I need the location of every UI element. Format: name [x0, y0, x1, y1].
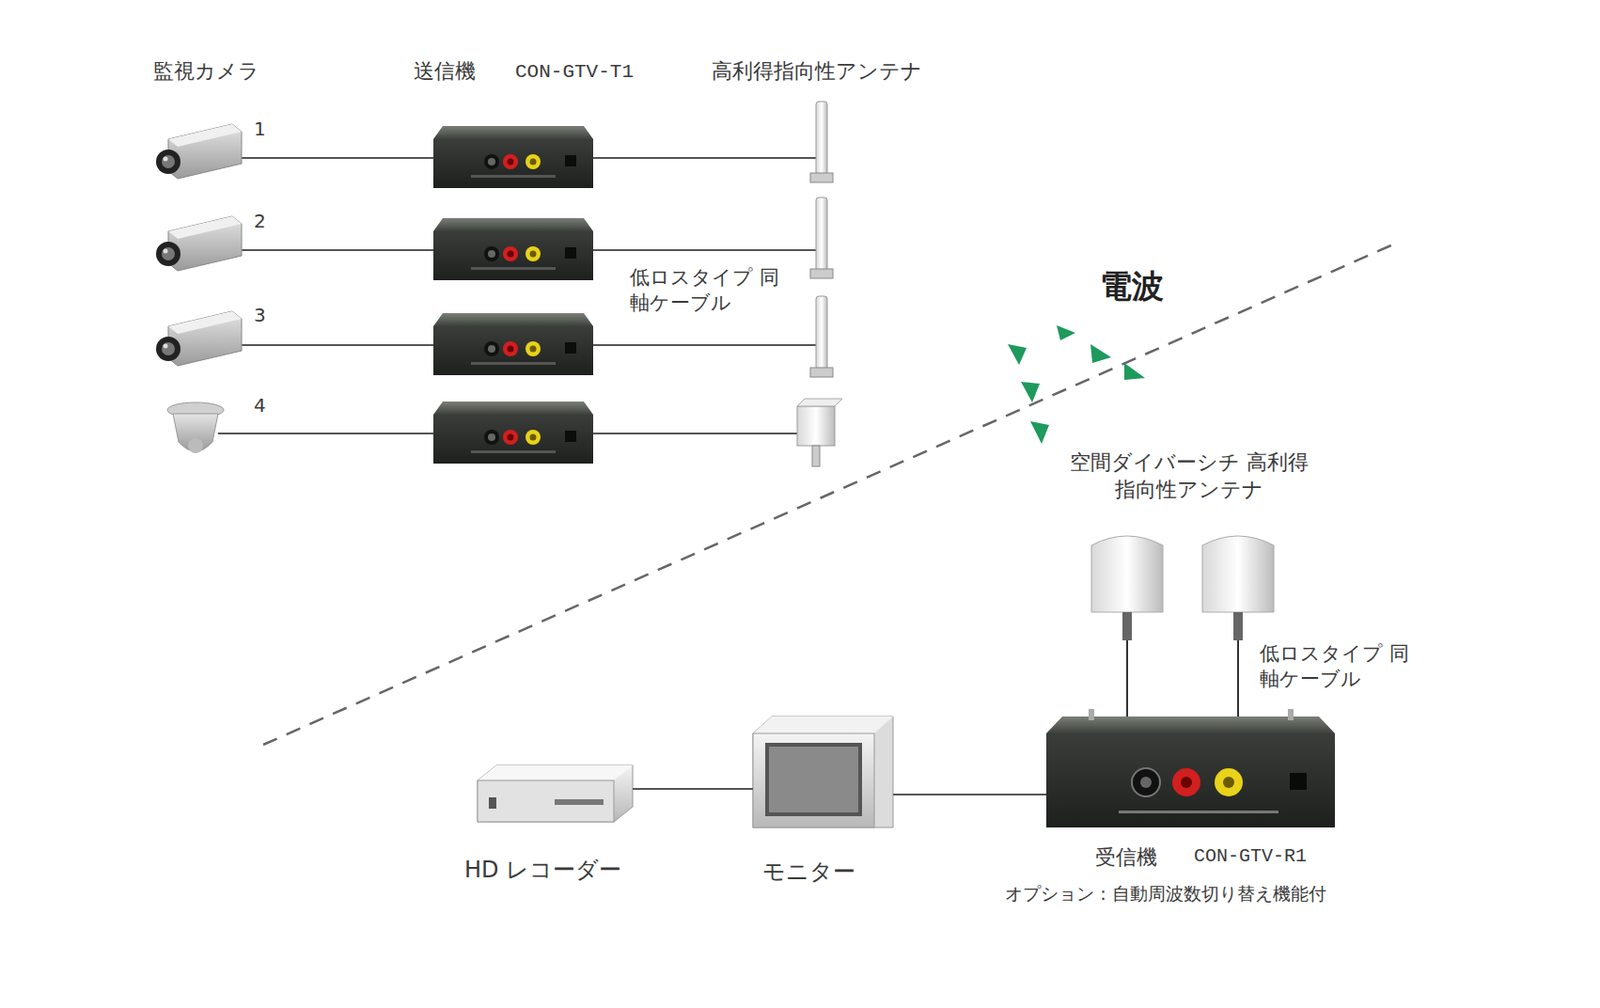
antenna-label: 空間ダイバーシチ 高利得指向性アンテナ	[1062, 449, 1317, 503]
hd-recorder: HD レコーダー	[477, 765, 633, 822]
device-label: CON-GTV-R1	[1193, 844, 1307, 869]
callout-number: 3	[253, 302, 267, 328]
cable-label: 低ロスタイプ 同軸ケーブル	[629, 265, 790, 317]
column-heading: 送信機	[413, 58, 476, 86]
receiver-unit: 受信機CON-GTV-R1オプション：自動周波数切り替え機能付	[1046, 714, 1335, 828]
model-number: CON-GTV-T1	[515, 59, 634, 85]
device-label: HD レコーダー	[464, 855, 622, 885]
device-label: モニター	[762, 857, 856, 887]
callout-number: 4	[253, 392, 267, 418]
cable-label: 低ロスタイプ 同軸ケーブル	[1259, 641, 1420, 693]
device-label: 受信機	[1095, 844, 1158, 872]
monitor: モニター	[752, 716, 894, 828]
signal-cable	[893, 793, 1047, 796]
column-heading: 監視カメラ	[153, 58, 260, 86]
radio-wave-label: 電波	[1099, 265, 1164, 307]
callout-number: 2	[253, 208, 267, 234]
signal-cable	[632, 787, 753, 790]
device-label: オプション：自動周波数切り替え機能付	[1004, 881, 1327, 906]
column-heading: 高利得指向性アンテナ	[711, 58, 923, 86]
callout-number: 1	[253, 116, 267, 142]
